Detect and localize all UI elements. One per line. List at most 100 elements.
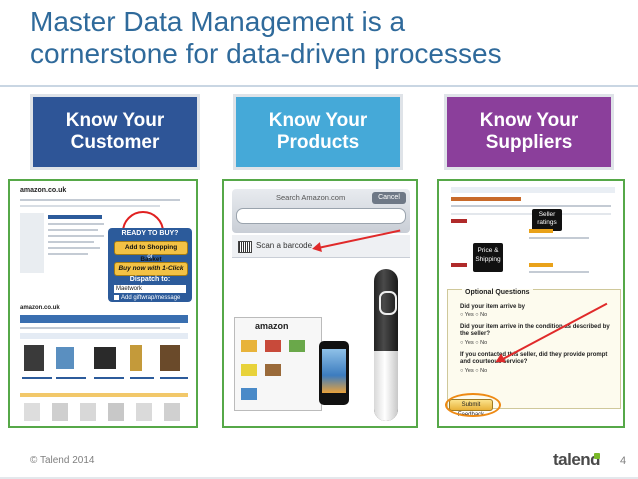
- page-number: 4: [620, 455, 627, 467]
- nav-bar-sub: [20, 205, 160, 207]
- product-thumb: [108, 403, 124, 421]
- dash-scanner-base: [374, 351, 398, 421]
- column-heading-customer: Know Your Customer: [65, 110, 165, 153]
- highlight-circle: [445, 393, 501, 417]
- product-thumb: [130, 345, 142, 371]
- or-label: or: [147, 254, 153, 260]
- optional-questions-box: Optional Questions Did your item arrive …: [447, 289, 621, 409]
- column-header-suppliers: Know Your Suppliers: [444, 94, 614, 170]
- question-3: If you contacted this seller, did they p…: [460, 352, 608, 365]
- product-title-line: [48, 215, 102, 219]
- product-image-placeholder: [20, 213, 44, 273]
- cancel-button[interactable]: Cancel: [372, 192, 406, 204]
- divider-bar: [20, 393, 188, 397]
- fresh-logo: amazon: [255, 321, 289, 331]
- column-header-customer: Know Your Customer: [30, 94, 200, 170]
- gift-option[interactable]: Add giftwrap/message: [114, 295, 192, 301]
- banner-bar: [20, 333, 188, 339]
- fresh-item: [241, 388, 257, 400]
- buy-now-button[interactable]: Buy now with 1-Click: [114, 262, 188, 276]
- text-line: [160, 377, 188, 379]
- product-thumb: [136, 403, 152, 421]
- dash-scanner-ring: [379, 291, 397, 315]
- question-1-options[interactable]: ○ Yes ○ No: [460, 312, 488, 318]
- text-line: [48, 223, 104, 225]
- text-line: [48, 235, 104, 237]
- gift-label: Add giftwrap/message: [121, 295, 181, 302]
- text-line: [22, 377, 52, 379]
- price-shipping-badge: Price & Shipping: [473, 243, 503, 272]
- text-line: [529, 237, 589, 239]
- product-thumb: [52, 403, 68, 421]
- text-line: [48, 253, 88, 255]
- buy-box: READY TO BUY? Add to Shopping Basket or …: [108, 228, 192, 302]
- barcode-icon: [238, 241, 252, 253]
- red-arrow-head: [311, 242, 322, 254]
- rating-stars: [529, 263, 553, 267]
- column-header-products: Know Your Products: [233, 94, 403, 170]
- slide-title-line-1: Master Data Management is a: [30, 6, 406, 37]
- bottom-border: [0, 477, 638, 479]
- text-line: [130, 377, 154, 379]
- column-heading-products: Know Your Products: [268, 110, 368, 153]
- product-screenshot: Search Amazon.com Cancel Scan a barcode …: [222, 179, 418, 428]
- ready-to-buy-label: READY TO BUY?: [121, 230, 179, 237]
- logo-accent-icon: [594, 453, 600, 459]
- seller-ratings-badge: Seller ratings: [532, 209, 562, 231]
- talend-logo: talend: [553, 450, 601, 469]
- text-line: [48, 229, 98, 231]
- text-line: [56, 377, 86, 379]
- product-thumb: [94, 347, 116, 369]
- product-thumb: [160, 345, 180, 371]
- copyright-footer: © Talend 2014: [30, 455, 95, 466]
- slide-title-line-2: cornerstone for data-driven processes: [30, 38, 502, 69]
- supplier-screenshot: Seller ratings Price & Shipping Optional…: [437, 179, 625, 428]
- product-thumb: [24, 403, 40, 421]
- search-bar: Search Amazon.com Cancel: [232, 189, 410, 233]
- question-2-options[interactable]: ○ Yes ○ No: [460, 340, 488, 346]
- product-thumb: [164, 403, 180, 421]
- question-3-options[interactable]: ○ Yes ○ No: [460, 368, 488, 374]
- featured-merchants-line: [451, 197, 521, 201]
- search-input[interactable]: [236, 208, 406, 224]
- product-thumb: [24, 345, 44, 371]
- dispatch-label: Dispatch to:: [129, 276, 171, 283]
- amazon-fresh-card: amazon: [234, 317, 322, 411]
- fresh-item: [265, 364, 281, 376]
- iphone-device: [319, 341, 349, 405]
- table-row-line: [451, 213, 611, 215]
- optional-questions-title: Optional Questions: [462, 289, 533, 296]
- fresh-item: [241, 364, 257, 376]
- question-1: Did your item arrive by: [460, 304, 526, 310]
- table-header-line: [451, 205, 611, 207]
- product-thumb: [80, 403, 96, 421]
- dispatch-select[interactable]: Maetwork: [114, 285, 186, 293]
- scan-barcode-label: Scan a barcode: [256, 241, 313, 250]
- rating-stars: [529, 229, 553, 233]
- text-line: [48, 247, 100, 249]
- column-heading-suppliers: Know Your Suppliers: [479, 110, 579, 153]
- question-2: Did your item arrive in the condition as…: [460, 324, 610, 337]
- search-title: Search Amazon.com: [276, 193, 346, 202]
- amazon-logo: amazon.co.uk: [20, 187, 67, 194]
- text-line: [529, 271, 589, 273]
- product-thumb: [56, 347, 74, 369]
- text-line: [20, 327, 180, 329]
- customer-screenshot: amazon.co.uk READY TO BUY? Add to Shoppi…: [8, 179, 198, 428]
- category-bar: [20, 315, 188, 323]
- text-line: [48, 241, 94, 243]
- checkbox-icon[interactable]: [114, 295, 119, 300]
- nav-bar: [451, 187, 615, 193]
- nav-bar: [20, 199, 180, 201]
- price-text: [451, 219, 467, 223]
- iphone-screen: [322, 349, 346, 393]
- slide-title: Master Data Management is a cornerstone …: [30, 6, 620, 70]
- price-text: [451, 263, 467, 267]
- fresh-item: [289, 340, 305, 352]
- add-to-basket-button[interactable]: Add to Shopping Basket: [114, 241, 188, 263]
- text-line: [94, 377, 124, 379]
- fresh-item: [265, 340, 281, 352]
- amazon-logo-2: amazon.co.uk: [20, 305, 60, 311]
- title-divider: [0, 85, 638, 87]
- fresh-item: [241, 340, 257, 352]
